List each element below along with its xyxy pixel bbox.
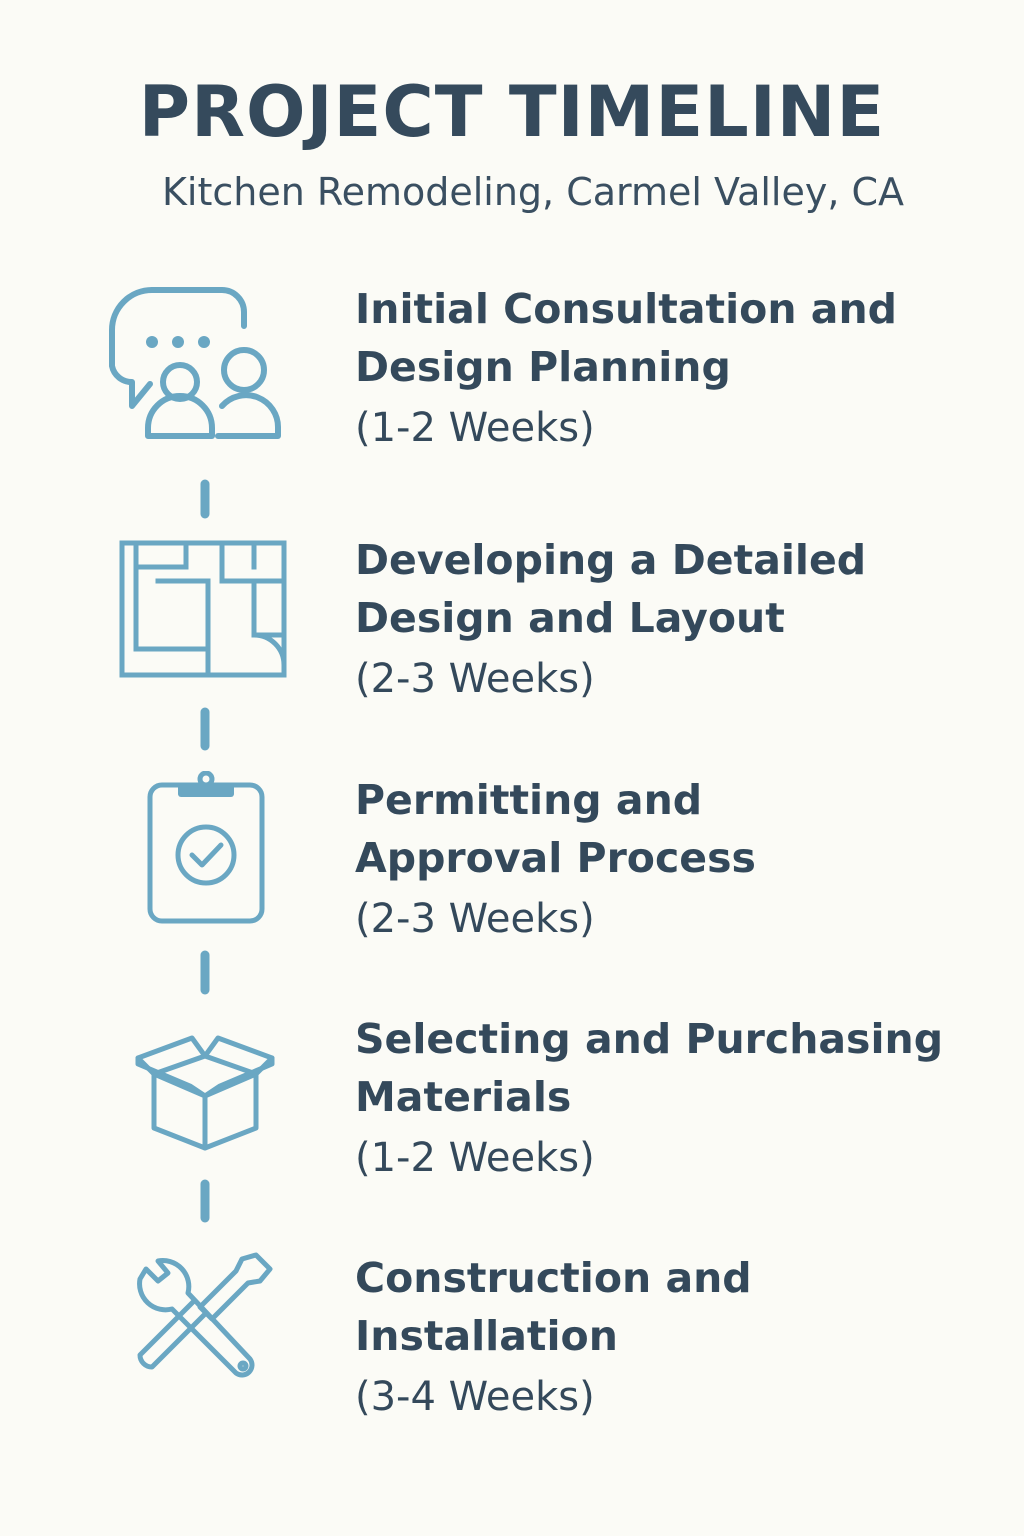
step-title-line: Materials — [355, 1073, 572, 1121]
step-title-line: Developing a Detailed — [355, 536, 867, 584]
page-subtitle: Kitchen Remodeling, Carmel Valley, CA — [162, 170, 905, 214]
open-box-icon — [135, 1035, 275, 1151]
step-duration: (1-2 Weeks) — [355, 1135, 595, 1181]
step-duration: (3-4 Weeks) — [355, 1374, 595, 1420]
step-text: Construction and Installation (3-4 Weeks… — [355, 1249, 995, 1425]
step-title-line: Approval Process — [355, 834, 756, 882]
step-duration: (2-3 Weeks) — [355, 656, 595, 702]
step-text: Permitting and Approval Process (2-3 Wee… — [355, 771, 995, 947]
step-text: Developing a Detailed Design and Layout … — [355, 531, 995, 707]
floor-plan-icon — [119, 540, 287, 678]
consultation-chat-people-icon — [109, 287, 282, 439]
step-title-line: Installation — [355, 1312, 618, 1360]
page-title: PROJECT TIMELINE — [138, 71, 886, 153]
step-title-line: Selecting and Purchasing — [355, 1015, 944, 1063]
step-text: Initial Consultation and Design Planning… — [355, 280, 995, 456]
step-title-line: Design Planning — [355, 343, 731, 391]
clipboard-check-icon — [147, 771, 265, 924]
wrench-screwdriver-icon — [137, 1252, 273, 1378]
step-duration: (1-2 Weeks) — [355, 405, 595, 451]
step-duration: (2-3 Weeks) — [355, 896, 595, 942]
step-title-line: Initial Consultation and — [355, 285, 897, 333]
step-title-line: Construction and — [355, 1254, 752, 1302]
step-title-line: Design and Layout — [355, 594, 785, 642]
step-title-line: Permitting and — [355, 776, 703, 824]
step-text: Selecting and Purchasing Materials (1-2 … — [355, 1010, 995, 1186]
